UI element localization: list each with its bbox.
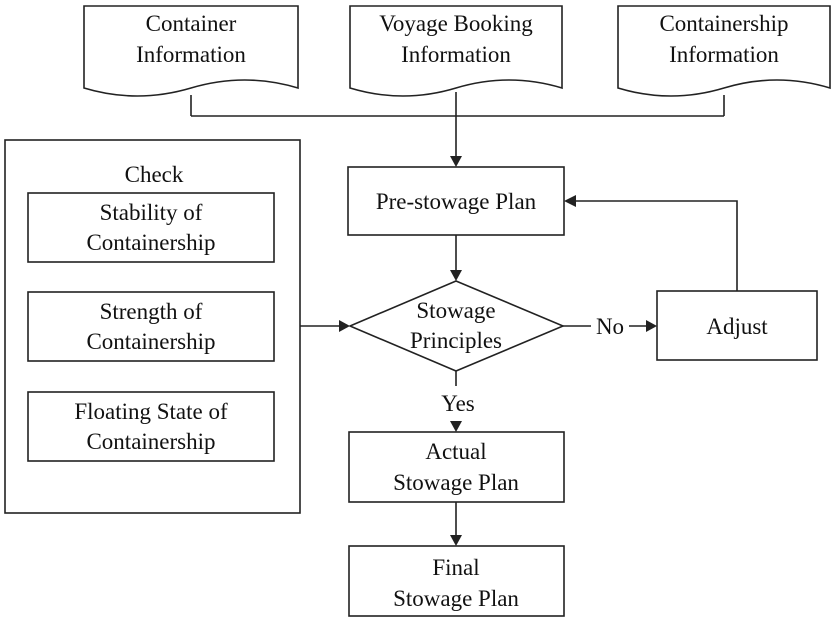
decision-line2: Principles xyxy=(410,328,502,353)
final-stowage-plan-box: Final Stowage Plan xyxy=(348,545,565,617)
arrowhead-to-final xyxy=(450,535,462,546)
final-line2: Stowage Plan xyxy=(393,586,519,611)
doc-voyage-line2: Information xyxy=(401,42,511,67)
final-line1: Final xyxy=(432,555,479,580)
arrowhead-to-pre-stowage xyxy=(450,156,462,167)
doc-containership-information: Containership Information xyxy=(617,5,831,97)
arrowhead-to-pre-stowage-loop xyxy=(564,195,576,207)
check-item-strength-line2: Containership xyxy=(86,329,215,354)
adjust-label: Adjust xyxy=(706,314,768,339)
check-item-floating-state xyxy=(27,391,275,462)
doc-containership-line1: Containership xyxy=(659,11,788,36)
check-item-strength xyxy=(27,291,275,362)
doc-voyage-line1: Voyage Booking xyxy=(379,11,533,36)
actual-stowage-plan-box: Actual Stowage Plan xyxy=(348,431,565,503)
arrowhead-to-actual xyxy=(450,421,462,432)
arrowhead-to-decision xyxy=(450,270,462,281)
check-item-floating-line2: Containership xyxy=(86,429,215,454)
actual-line1: Actual xyxy=(425,439,486,464)
arrowhead-check-to-decision xyxy=(339,320,350,332)
connector-adjust-loop xyxy=(575,200,738,291)
decision-line1: Stowage xyxy=(416,298,495,323)
check-item-floating-line1: Floating State of xyxy=(74,399,228,424)
doc-container-line2: Information xyxy=(136,42,246,67)
pre-stowage-plan-box: Pre-stowage Plan xyxy=(347,166,565,236)
label-no: No xyxy=(596,314,624,339)
label-yes: Yes xyxy=(441,391,475,416)
check-panel: Check Stability of Containership Strengt… xyxy=(4,139,301,514)
doc-container-information: Container Information xyxy=(83,5,299,97)
check-item-stability xyxy=(27,192,275,263)
doc-voyage-booking-information: Voyage Booking Information xyxy=(349,5,563,97)
doc-containership-line2: Information xyxy=(669,42,779,67)
doc-container-line1: Container xyxy=(146,11,237,36)
check-item-stability-line1: Stability of xyxy=(100,200,203,225)
arrowhead-to-adjust xyxy=(646,320,657,332)
stowage-principles-decision: Stowage Principles xyxy=(347,280,566,372)
adjust-box: Adjust xyxy=(656,290,818,361)
check-item-strength-line1: Strength of xyxy=(100,299,203,324)
pre-stowage-label: Pre-stowage Plan xyxy=(376,189,537,214)
check-title: Check xyxy=(125,162,184,187)
actual-line2: Stowage Plan xyxy=(393,470,519,495)
check-item-stability-line2: Containership xyxy=(86,230,215,255)
